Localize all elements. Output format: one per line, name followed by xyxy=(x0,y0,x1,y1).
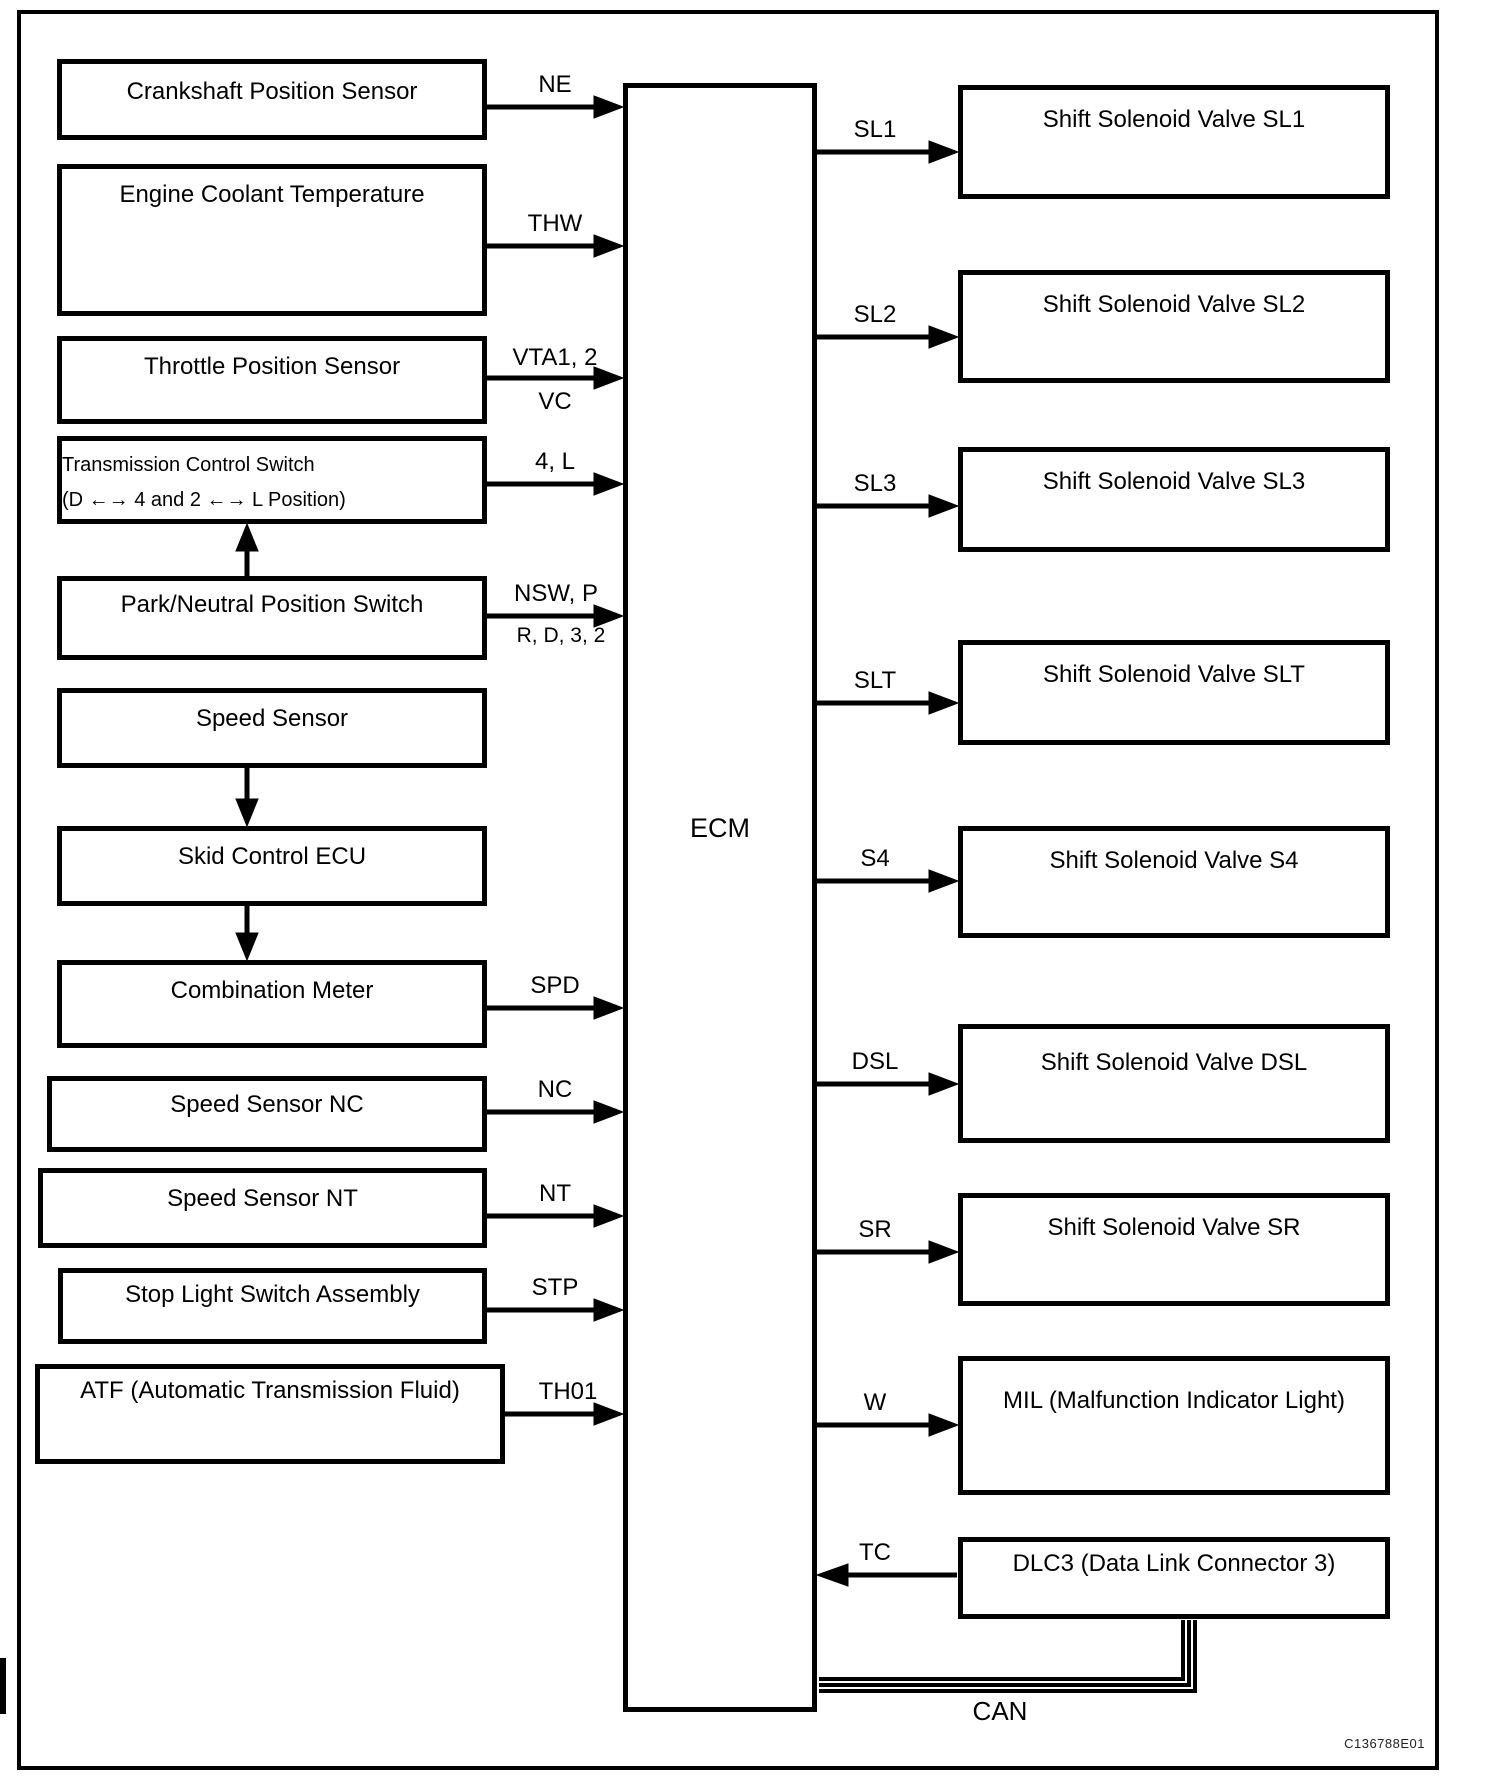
speed-sensor-nt-box: Speed Sensor NT xyxy=(38,1168,487,1248)
speed-sensor-nc-box: Speed Sensor NC xyxy=(47,1076,487,1152)
shift-solenoid-valve-sr-box: Shift Solenoid Valve SR xyxy=(958,1193,1390,1306)
sl1-arrow xyxy=(817,140,960,164)
skid-to-combmeter-arrow xyxy=(235,906,259,962)
can-bus xyxy=(819,1620,1197,1693)
shift-solenoid-valve-slt-box: Shift Solenoid Valve SLT xyxy=(958,640,1390,745)
4l-arrow xyxy=(487,472,625,496)
box-label: Throttle Position Sensor xyxy=(143,353,401,380)
binding-mark xyxy=(0,1658,6,1714)
speed-to-skid-arrow xyxy=(235,768,259,828)
thw-arrow xyxy=(487,234,625,258)
vc-signal-label: VC xyxy=(538,388,572,415)
box-label: MIL (Malfunction Indicator Light) xyxy=(1003,1387,1345,1414)
box-label: Shift Solenoid Valve SL2 xyxy=(1042,291,1306,318)
thw-signal-label: THW xyxy=(527,210,583,237)
dlc3-box: DLC3 (Data Link Connector 3) xyxy=(958,1537,1390,1619)
atf-box: ATF (Automatic Transmission Fluid) xyxy=(35,1364,505,1464)
ecm-label: ECM xyxy=(690,813,750,843)
vta-vc-arrow xyxy=(487,366,625,390)
ne-signal-label: NE xyxy=(538,71,572,98)
figure-code: C136788E01 xyxy=(1344,1736,1425,1751)
box-label: Park/Neutral Position Switch xyxy=(120,591,424,618)
speed-sensor-box: Speed Sensor xyxy=(57,688,487,768)
stop-light-switch-assembly-box: Stop Light Switch Assembly xyxy=(58,1268,487,1344)
shift-solenoid-valve-sl1-box: Shift Solenoid Valve SL1 xyxy=(958,85,1390,199)
th01-arrow xyxy=(505,1402,625,1426)
sl3-arrow xyxy=(817,494,960,518)
box-label: Combination Meter xyxy=(170,977,374,1004)
w-arrow xyxy=(817,1413,960,1437)
shift-solenoid-valve-sl2-box: Shift Solenoid Valve SL2 xyxy=(958,270,1390,383)
box-label: Engine Coolant Temperature xyxy=(119,181,425,208)
nsw-p-signal-label: NSW, P xyxy=(513,580,598,607)
box-label: DLC3 (Data Link Connector 3) xyxy=(1012,1550,1336,1577)
combination-meter-box: Combination Meter xyxy=(57,960,487,1048)
page-border xyxy=(17,10,1439,1770)
sl3-signal-label: SL3 xyxy=(853,470,897,497)
nt-signal-label: NT xyxy=(539,1180,571,1207)
sr-arrow xyxy=(817,1240,960,1264)
box-label: Crankshaft Position Sensor xyxy=(126,78,418,105)
sl1-signal-label: SL1 xyxy=(853,116,897,143)
shift-solenoid-valve-sl3-box: Shift Solenoid Valve SL3 xyxy=(958,447,1390,552)
shift-solenoid-valve-dsl-box: Shift Solenoid Valve DSL xyxy=(958,1024,1390,1143)
box-label: Shift Solenoid Valve SR xyxy=(1047,1214,1301,1241)
vta-signal-label: VTA1, 2 xyxy=(512,344,598,371)
box-label: ATF (Automatic Transmission Fluid) xyxy=(80,1377,460,1404)
box-label: Shift Solenoid Valve SL3 xyxy=(1042,468,1306,495)
4l-signal-label: 4, L xyxy=(534,448,576,475)
crankshaft-position-sensor-box: Crankshaft Position Sensor xyxy=(57,59,487,140)
slt-signal-label: SLT xyxy=(853,667,897,694)
nsw-arrow xyxy=(487,604,625,628)
spd-arrow xyxy=(487,996,625,1020)
r-d-3-2-signal-label: R, D, 3, 2 xyxy=(516,624,606,647)
stp-signal-label: STP xyxy=(531,1274,579,1301)
dsl-arrow xyxy=(817,1072,960,1096)
ne-arrow xyxy=(487,95,625,119)
s4-arrow xyxy=(817,869,960,893)
tc-arrow xyxy=(815,1563,957,1587)
s4-signal-label: S4 xyxy=(860,845,890,872)
skid-control-ecu-box: Skid Control ECU xyxy=(57,826,487,906)
box-label: Shift Solenoid Valve SLT xyxy=(1043,661,1305,688)
box-label: Skid Control ECU xyxy=(177,843,367,870)
nc-signal-label: NC xyxy=(537,1076,573,1103)
engine-coolant-temperature-box: Engine Coolant Temperature xyxy=(57,164,487,316)
sl2-arrow xyxy=(817,325,960,349)
stp-arrow xyxy=(487,1298,625,1322)
box-label: Speed Sensor NC xyxy=(170,1091,364,1118)
shift-solenoid-valve-s4-box: Shift Solenoid Valve S4 xyxy=(958,826,1390,938)
sl2-signal-label: SL2 xyxy=(853,301,897,328)
ecm-box: ECM xyxy=(623,83,817,1712)
box-label: Stop Light Switch Assembly xyxy=(125,1281,420,1308)
th01-signal-label: TH01 xyxy=(538,1378,598,1405)
slt-arrow xyxy=(817,691,960,715)
can-bus-label: CAN xyxy=(972,1696,1028,1726)
spd-signal-label: SPD xyxy=(530,972,580,999)
park-to-transmission-arrow xyxy=(235,522,259,576)
nc-arrow xyxy=(487,1100,625,1124)
box-label: Shift Solenoid Valve SL1 xyxy=(1042,106,1306,133)
dsl-signal-label: DSL xyxy=(851,1048,899,1075)
box-label: Speed Sensor NT xyxy=(167,1185,358,1212)
park-neutral-position-switch-box: Park/Neutral Position Switch xyxy=(57,576,487,660)
w-signal-label: W xyxy=(863,1389,887,1416)
tc-signal-label: TC xyxy=(859,1539,891,1566)
box-label: Shift Solenoid Valve DSL xyxy=(1040,1049,1308,1076)
mil-box: MIL (Malfunction Indicator Light) xyxy=(958,1356,1390,1495)
sr-signal-label: SR xyxy=(858,1216,892,1243)
box-label: Shift Solenoid Valve S4 xyxy=(1049,847,1299,874)
throttle-position-sensor-box: Throttle Position Sensor xyxy=(57,336,487,424)
nt-arrow xyxy=(487,1204,625,1228)
box-label: Transmission Control Switch xyxy=(62,454,315,476)
box-sublabel: (D ←→ 4 and 2 ←→ L Position) xyxy=(62,489,346,511)
box-label: Speed Sensor xyxy=(195,705,349,732)
transmission-control-switch-box: Transmission Control Switch (D ←→ 4 and … xyxy=(57,436,487,524)
